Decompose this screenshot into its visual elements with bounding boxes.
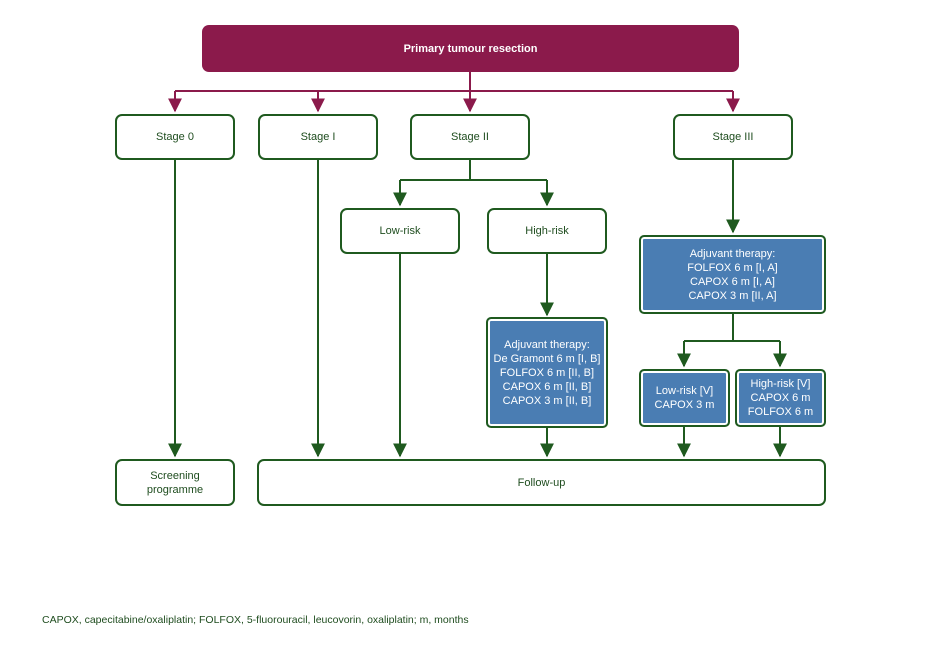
stage-0-node: Stage 0 [115, 114, 235, 160]
stage-2-node: Stage II [410, 114, 530, 160]
root-connectors [168, 72, 740, 113]
stage-1-node: Stage I [258, 114, 378, 160]
abbreviations-footnote: CAPOX, capecitabine/oxaliplatin; FOLFOX,… [42, 614, 469, 626]
follow-up-node: Follow-up [257, 459, 826, 506]
flow-connectors [168, 160, 787, 458]
primary-tumour-resection-node: Primary tumour resection [202, 25, 739, 72]
stage-3-adjuvant-therapy-node: Adjuvant therapy: FOLFOX 6 m [I, A] CAPO… [639, 235, 826, 314]
screening-programme-node: Screening programme [115, 459, 235, 506]
stage-2-adjuvant-therapy-node: Adjuvant therapy: De Gramont 6 m [I, B] … [486, 317, 608, 428]
stage-2-low-risk-node: Low-risk [340, 208, 460, 254]
stage-3-low-risk-node: Low-risk [V] CAPOX 3 m [639, 369, 730, 427]
stage-3-high-risk-node: High-risk [V] CAPOX 6 m FOLFOX 6 m [735, 369, 826, 427]
stage-2-high-risk-node: High-risk [487, 208, 607, 254]
stage-3-node: Stage III [673, 114, 793, 160]
